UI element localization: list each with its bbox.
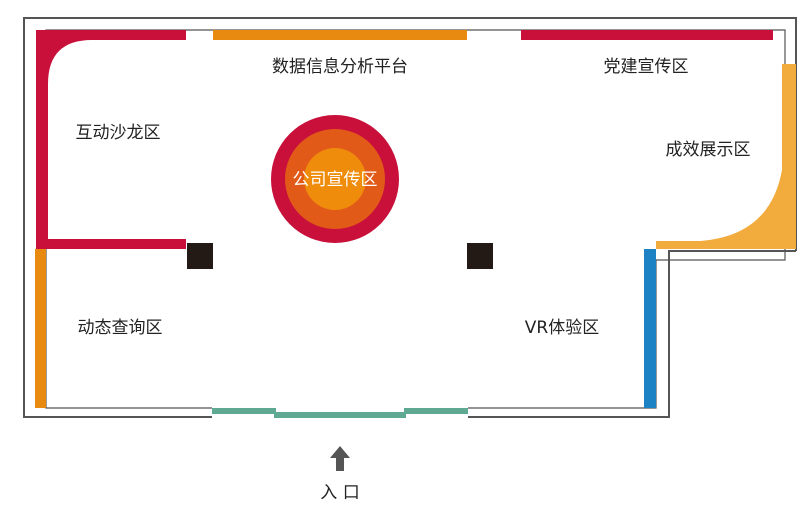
door-panel-3 xyxy=(340,412,406,418)
orange-top-strip xyxy=(213,30,467,40)
door-panel-2 xyxy=(274,412,340,418)
zone-label-data-platform: 数据信息分析平台 xyxy=(272,57,408,77)
zone-label-achievements: 成效展示区 xyxy=(666,140,751,160)
promo-core xyxy=(304,148,366,210)
zone-label-company-promo: 公司宣传区 xyxy=(293,170,378,190)
outer-wall-left xyxy=(23,17,797,418)
entrance-label: 入 口 xyxy=(320,483,359,503)
vr-display-wall xyxy=(644,249,656,408)
zone-label-vr: VR体验区 xyxy=(525,318,599,338)
inner-wall-right xyxy=(468,29,786,409)
query-display-wall xyxy=(35,249,46,408)
pillar-right xyxy=(467,243,493,269)
door-panel-1 xyxy=(212,408,276,414)
entrance-arrow-icon xyxy=(330,446,350,471)
zone-label-dynamic-query: 动态查询区 xyxy=(78,318,163,338)
zone-label-party-building: 党建宣传区 xyxy=(604,57,689,77)
crimson-top-strip xyxy=(521,30,773,40)
salon-display-wall xyxy=(36,30,186,249)
zone-label-salon: 互动沙龙区 xyxy=(76,123,161,143)
door-panel-4 xyxy=(404,408,468,414)
outer-wall-right xyxy=(468,250,796,418)
pillar-left xyxy=(187,243,213,269)
achievements-display-wall xyxy=(656,64,796,249)
inner-wall-left xyxy=(45,29,212,409)
